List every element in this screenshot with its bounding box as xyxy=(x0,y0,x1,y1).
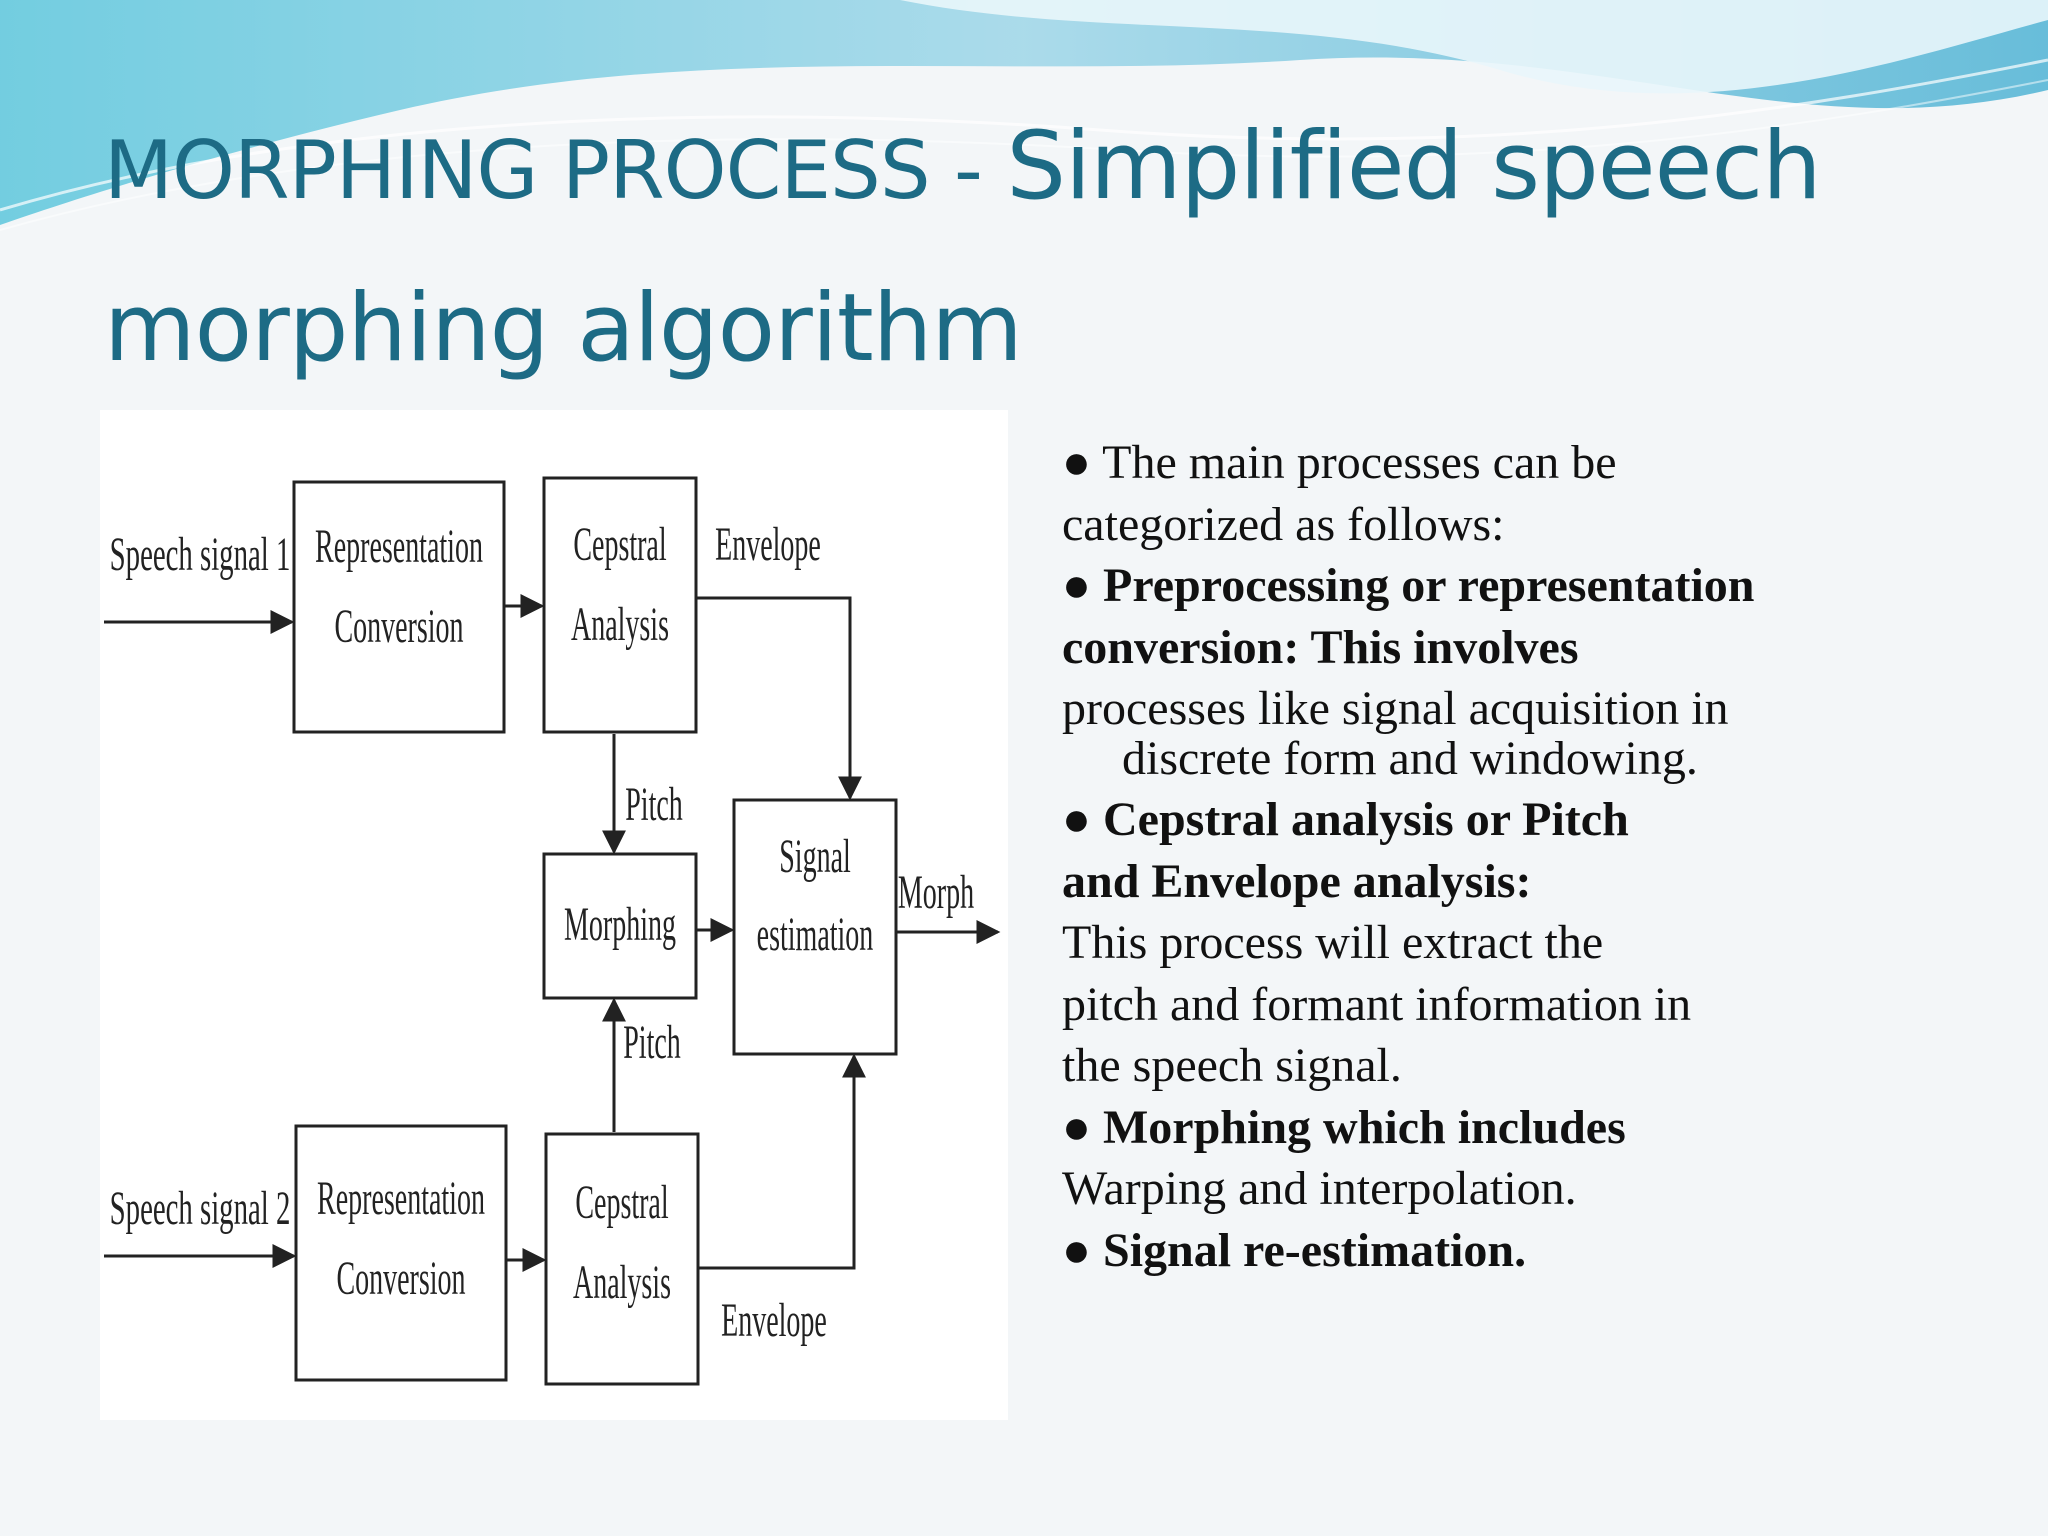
envelope-2-label: Envelope xyxy=(721,1295,827,1347)
note-line: categorized as follows: xyxy=(1062,497,1505,551)
note-line: and Envelope analysis: xyxy=(1062,854,1532,908)
slide-title: MORPHING PROCESS - Simplified speech mor… xyxy=(104,96,2004,420)
slide-title-part2: Simplified speech xyxy=(1006,112,1821,221)
morph-output-label: Morph xyxy=(898,867,974,919)
rep1-label-b: Conversion xyxy=(334,601,463,653)
note-line: ● The main processes can be xyxy=(1062,436,1617,489)
note-line: ● Preprocessing or representation xyxy=(1062,559,1755,612)
envelope-1-label: Envelope xyxy=(715,519,821,571)
cep2-label-a: Cepstral xyxy=(575,1177,668,1229)
pitch-1-label: Pitch xyxy=(625,779,683,831)
note-line: conversion: This involves xyxy=(1062,620,1579,674)
rep2-label-b: Conversion xyxy=(336,1253,465,1305)
note-line: pitch and formant information in xyxy=(1062,977,1692,1031)
rep1-label-a: Representation xyxy=(315,521,483,573)
note-line: Warping and interpolation. xyxy=(1062,1162,1577,1215)
speech-signal-1-label: Speech signal 1 xyxy=(110,529,291,581)
note-line: ● Cepstral analysis or Pitch xyxy=(1062,793,1629,846)
note-line: discrete form and windowing. xyxy=(1122,731,1698,785)
cep1-label-b: Analysis xyxy=(571,599,669,651)
note-line: processes like signal acquisition in xyxy=(1062,682,1729,735)
morphing-label: Morphing xyxy=(564,899,676,951)
cep2-label-b: Analysis xyxy=(573,1257,671,1309)
envelope-2-arrow xyxy=(698,1053,866,1270)
signal-label-a: Signal xyxy=(779,831,851,883)
slide-title-line2: morphing algorithm xyxy=(104,274,1023,383)
pitch-2-label: Pitch xyxy=(623,1017,681,1069)
speech-signal-2-label: Speech signal 2 xyxy=(110,1183,291,1235)
rep2-label-a: Representation xyxy=(317,1173,485,1225)
note-line: the speech signal. xyxy=(1062,1039,1402,1092)
note-line: ● Signal re-estimation. xyxy=(1062,1223,1527,1277)
cep1-label-a: Cepstral xyxy=(573,519,666,571)
note-line: ● Morphing which includes xyxy=(1062,1100,1626,1154)
notes-list: ● The main processes can be categorized a… xyxy=(1062,432,2002,1281)
block-diagram-svg: Speech signal 1 Representation Conversio… xyxy=(104,476,1001,1386)
slide-title-part1: MORPHING PROCESS - xyxy=(104,124,1007,217)
background-wave xyxy=(0,0,2048,231)
envelope-1-arrow xyxy=(696,596,862,801)
block-diagram: Speech signal 1 Representation Conversio… xyxy=(100,410,1008,1420)
signal-label-b: estimation xyxy=(757,909,874,961)
note-line: This process will extract the xyxy=(1062,916,1604,969)
